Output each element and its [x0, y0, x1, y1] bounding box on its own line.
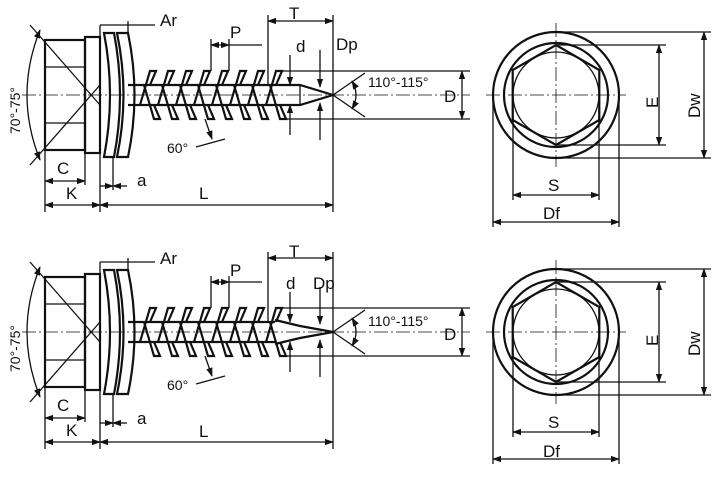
label-e: E — [643, 97, 662, 108]
thread-angle-arrow — [204, 355, 213, 377]
head-angle-arc — [26, 29, 41, 161]
label-s: S — [548, 176, 559, 195]
label-dw: Dw — [685, 93, 704, 118]
thread-crest-lower — [232, 321, 252, 358]
point-angle-arc — [351, 80, 359, 110]
thread-crest-lower — [214, 84, 234, 121]
washer-rubber — [115, 31, 136, 159]
label-t: T — [289, 4, 299, 23]
label-p: P — [230, 261, 241, 280]
label-c: C — [57, 396, 69, 415]
thread-crest-lower — [196, 84, 216, 121]
head-angle-ref — [29, 84, 101, 166]
label-d: d — [296, 37, 305, 56]
point-angle-ref — [332, 331, 366, 355]
label-l: L — [199, 184, 208, 203]
labels-top: Ar P T d Dp 110°-115° 60° D C K a L 70°-… — [7, 4, 704, 223]
head-angle-ref — [29, 261, 101, 343]
label-big-d: D — [444, 325, 456, 344]
thread-crest-lower — [268, 321, 288, 358]
label-dw: Dw — [685, 331, 704, 356]
label-s: S — [548, 413, 559, 432]
label-head-angle: 70°-75° — [7, 325, 23, 372]
point-angle-arc — [351, 317, 359, 347]
thread-crest-lower — [250, 321, 270, 358]
head-angle-arc — [26, 266, 41, 398]
label-t: T — [289, 242, 299, 261]
thread-angle-ref — [195, 138, 226, 148]
label-ar: Ar — [160, 249, 177, 268]
side-view-drill-point — [22, 15, 470, 212]
label-point-angle: 110°-115° — [368, 313, 429, 329]
thread-crest-lower — [178, 321, 198, 358]
label-l: L — [199, 422, 208, 441]
thread-crest-lower — [268, 84, 288, 121]
label-k: K — [66, 184, 78, 203]
label-point-angle: 110°-115° — [368, 74, 429, 90]
flange-circle — [502, 41, 610, 149]
sealing-washer — [102, 31, 122, 159]
thread-crest-lower — [142, 321, 162, 358]
thread-crest-lower — [160, 321, 180, 358]
label-head-angle: 70°-75° — [7, 87, 23, 134]
label-d: d — [286, 274, 295, 293]
label-a: a — [137, 171, 147, 190]
front-view-bottom — [486, 260, 711, 464]
head-angle-ref — [29, 321, 101, 403]
sealing-washer — [102, 268, 122, 396]
label-thread-angle: 60° — [167, 377, 188, 393]
label-e: E — [643, 335, 662, 346]
flange — [83, 35, 102, 155]
label-df: Df — [543, 204, 560, 223]
point-angle-ref — [332, 94, 366, 118]
thread-angle-arrow — [204, 118, 213, 140]
flange — [83, 272, 102, 392]
label-df: Df — [543, 442, 560, 461]
label-dp: Dp — [313, 274, 335, 293]
thread-angle-ref — [195, 375, 226, 385]
thread-crest-lower — [196, 321, 216, 358]
front-view-top — [486, 23, 711, 227]
label-a: a — [137, 409, 147, 428]
point-angle-ref — [332, 72, 366, 96]
label-ar: Ar — [160, 11, 177, 30]
thread-crest-lower — [142, 84, 162, 121]
label-big-d: D — [444, 87, 456, 106]
label-p: P — [230, 23, 241, 42]
label-dp: Dp — [336, 35, 358, 54]
thread-crest-lower — [214, 321, 234, 358]
thread-crest-lower — [160, 84, 180, 121]
point-angle-ref — [332, 309, 366, 333]
thread-crest-lower — [250, 84, 270, 121]
thread-crest-lower — [232, 84, 252, 121]
head-angle-ref — [29, 24, 101, 106]
label-thread-angle: 60° — [167, 140, 188, 156]
washer-rubber — [115, 268, 136, 396]
label-c: C — [57, 159, 69, 178]
labels-bottom: Ar P T d Dp 110°-115° 60° D C K a L 70°-… — [7, 242, 704, 461]
flange-circle — [502, 278, 610, 386]
side-view-sharp-point — [22, 252, 470, 449]
label-k: K — [66, 421, 78, 440]
thread-crest-lower — [178, 84, 198, 121]
